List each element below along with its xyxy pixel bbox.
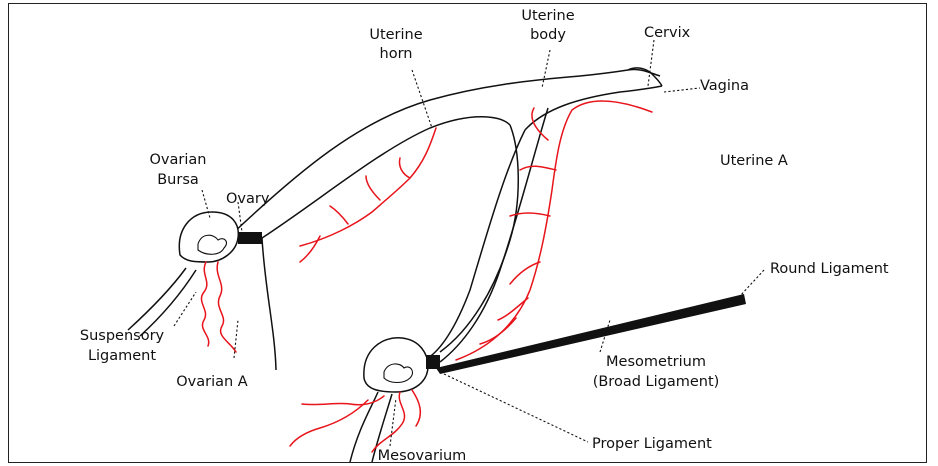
label-proper-ligament: Proper Ligament	[592, 436, 712, 452]
label-vagina: Vagina	[700, 78, 749, 94]
label-round-ligament: Round Ligament	[770, 261, 889, 277]
uterus-outline	[232, 68, 662, 370]
label-mesometrium-line1: Mesometrium	[606, 354, 706, 370]
label-cervix: Cervix	[644, 25, 691, 41]
label-ovary: Ovary	[226, 191, 270, 207]
label-mesovarium: Mesovarium	[378, 448, 467, 464]
label-ovarian-bursa-line1: Ovarian	[150, 152, 207, 168]
label-uterine-body-line1: Uterine	[521, 8, 574, 24]
left-ovary-ligament-hatch	[238, 232, 262, 244]
label-suspensory-ligament-line2: Ligament	[88, 348, 156, 364]
vessels	[201, 101, 652, 452]
lower-ovary-ligament-hatch	[426, 355, 440, 369]
label-uterine-horn-line1: Uterine	[369, 27, 422, 43]
label-suspensory-ligament-line1: Suspensory	[80, 328, 165, 344]
label-uterine-body-line2: body	[530, 27, 566, 43]
label-mesometrium-line2: (Broad Ligament)	[593, 374, 720, 390]
left-ovarian-bursa	[179, 212, 262, 262]
label-ovarian-a: Ovarian A	[176, 374, 248, 390]
suspensory-ligament-line-2	[140, 270, 196, 336]
label-ovarian-bursa-line2: Bursa	[157, 172, 199, 188]
label-uterine-horn-line2: horn	[380, 46, 413, 62]
lower-ovarian-bursa	[364, 338, 440, 392]
label-uterine-a: Uterine A	[720, 153, 788, 169]
